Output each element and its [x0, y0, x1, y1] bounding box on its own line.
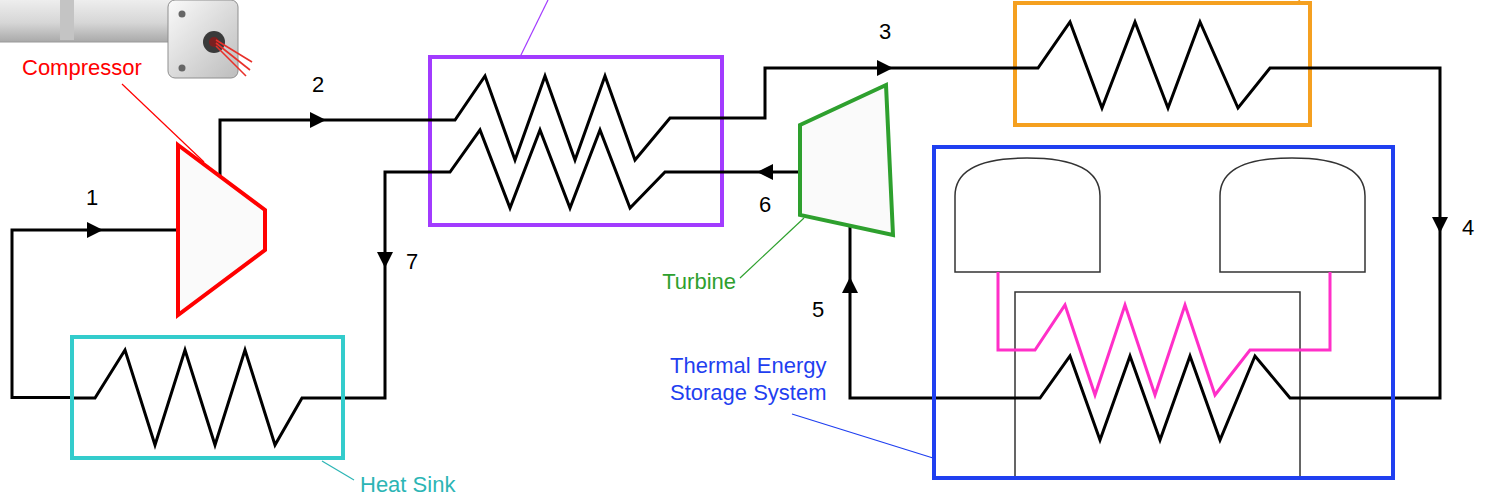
storage-tank: [1220, 158, 1365, 272]
heat-exchanger-coil: [430, 76, 722, 160]
symbol-outline: [178, 145, 265, 315]
arrowhead: [842, 277, 858, 293]
component-label: Turbine: [662, 268, 736, 295]
thermal-storage-box: Thermal Energy Storage System: [932, 145, 1395, 480]
heat-sink-coil: [70, 350, 345, 445]
compressor-band: [60, 0, 74, 40]
compressor-body: [0, 0, 180, 42]
symbol-shape: [800, 85, 893, 235]
leader-line: [520, 0, 548, 57]
arrowhead: [87, 222, 103, 238]
state-number: 4: [1462, 215, 1474, 241]
arrowhead: [1432, 217, 1448, 233]
state-number: 5: [812, 297, 824, 323]
leader-line: [792, 414, 933, 458]
flow-line: [1310, 68, 1440, 398]
flow-line: [12, 230, 178, 398]
state-number: 2: [312, 72, 324, 98]
symbol-outline: [800, 85, 893, 235]
bolt-hole: [179, 65, 186, 72]
flow-line: [220, 120, 430, 176]
arrowhead: [377, 252, 393, 268]
leader-line: [322, 461, 354, 480]
red-wire: [216, 43, 250, 70]
component-label: Thermal Energy Storage System: [670, 352, 838, 406]
state-number: 3: [879, 19, 891, 45]
storage-coil: [932, 356, 1395, 440]
component-label: Compressor: [22, 54, 142, 81]
heat-exchanger-coil: [430, 130, 722, 208]
flow-line: [850, 226, 932, 398]
heater-coil: [1015, 22, 1310, 108]
leader-line: [740, 218, 804, 278]
arrowhead: [310, 112, 326, 128]
recuperator-box: [430, 57, 722, 225]
arrowhead: [877, 60, 893, 76]
state-number: 6: [759, 192, 771, 218]
arrowhead: [757, 164, 773, 180]
salt-loop: [998, 272, 1330, 395]
compressor-symbol: Compressor: [178, 145, 265, 315]
storage-tank: [955, 158, 1100, 272]
state-number: 1: [86, 185, 98, 211]
symbol-shape: [178, 145, 265, 315]
red-wire: [216, 46, 246, 76]
turbine-symbol: Turbine: [800, 85, 893, 235]
heat-sink-box: Heat Sink: [70, 335, 345, 460]
flange-port: [203, 31, 225, 53]
flange-port-core: [209, 37, 219, 47]
heater-box: [1015, 3, 1310, 125]
component-label: Heat Sink: [360, 471, 455, 498]
state-number: 7: [406, 249, 418, 275]
compressor-flange: [168, 0, 238, 78]
bolt-hole: [179, 11, 186, 18]
leader-line: [122, 84, 204, 162]
flow-line: [345, 172, 430, 398]
